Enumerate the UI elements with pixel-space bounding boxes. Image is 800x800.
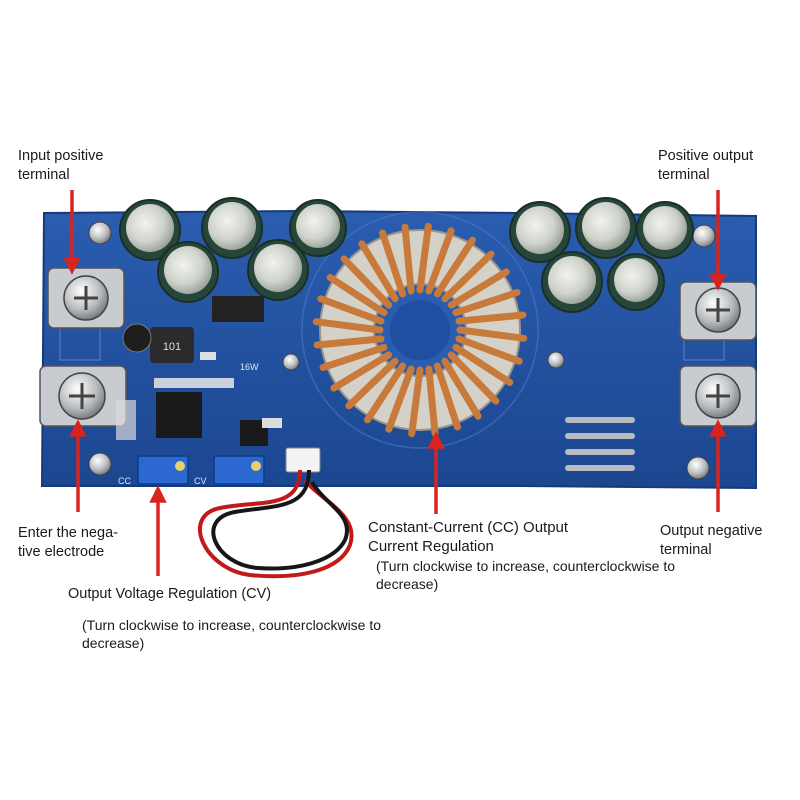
silk-inductor: 101 [163,341,181,353]
label-negative-output-terminal: Output negative terminal [660,523,763,558]
note-cc-direction: (Turn clockwise to increase, countercloc… [376,558,676,592]
copper-winding [358,240,399,303]
label-cv-regulation: Output Voltage Regulation (CV) [68,586,272,602]
silk-cc: CC [118,476,131,486]
small-components: 101 16W [116,296,282,446]
copper-winding [345,357,399,410]
copper-winding [441,357,482,420]
capacitors-left [119,197,347,303]
silk-w: 16W [240,362,259,372]
label-negative-input-electrode: Enter the nega- tive electrode [18,525,118,560]
heatsink-fins [565,417,635,471]
copper-winding [385,365,415,433]
output-negative-terminal [679,365,757,427]
copper-winding [455,335,523,365]
copper-winding [313,335,385,349]
mount-screw-tl [88,221,112,245]
copper-winding [317,295,385,325]
copper-winding [340,255,393,309]
copper-winding [455,311,527,325]
copper-winding [425,365,439,437]
copper-winding [401,223,415,295]
copper-winding [312,318,384,334]
copper-winding [408,366,424,438]
note-cv-direction: (Turn clockwise to increase, countercloc… [82,617,382,651]
wire-connector [198,447,354,579]
mount-screw-tr [692,224,716,248]
copper-winding [441,250,495,303]
label-cc-regulation: Constant-Current (CC) Output Current Reg… [368,519,569,555]
copper-winding [319,343,388,371]
copper-winding [447,268,510,309]
capacitors-right [509,197,694,313]
cv-potentiometer: CV [194,455,265,486]
label-positive-output-terminal: Positive output terminal [658,148,754,183]
mount-screw-br [686,456,710,480]
copper-winding [326,274,388,317]
input-negative-terminal [39,365,127,427]
callout-arrows [63,190,727,576]
mount-screw-bl [88,452,112,476]
copper-winding [425,227,455,295]
mounting-screws [88,221,716,480]
toroid-inductor [312,222,528,438]
copper-winding [447,351,500,405]
copper-winding [416,222,432,294]
label-input-positive-terminal: Input positive terminal [18,148,104,183]
copper-winding [456,326,528,342]
copper-winding [433,362,461,431]
copper-winding [330,351,393,392]
copper-winding [364,362,407,424]
copper-winding [379,229,407,298]
silk-cv: CV [194,476,207,486]
output-positive-terminal [679,281,757,341]
copper-winding [452,343,514,386]
copper-winding [452,289,521,317]
copper-winding [433,236,476,298]
cc-potentiometer: CC [118,455,189,486]
input-positive-terminal [47,267,125,329]
